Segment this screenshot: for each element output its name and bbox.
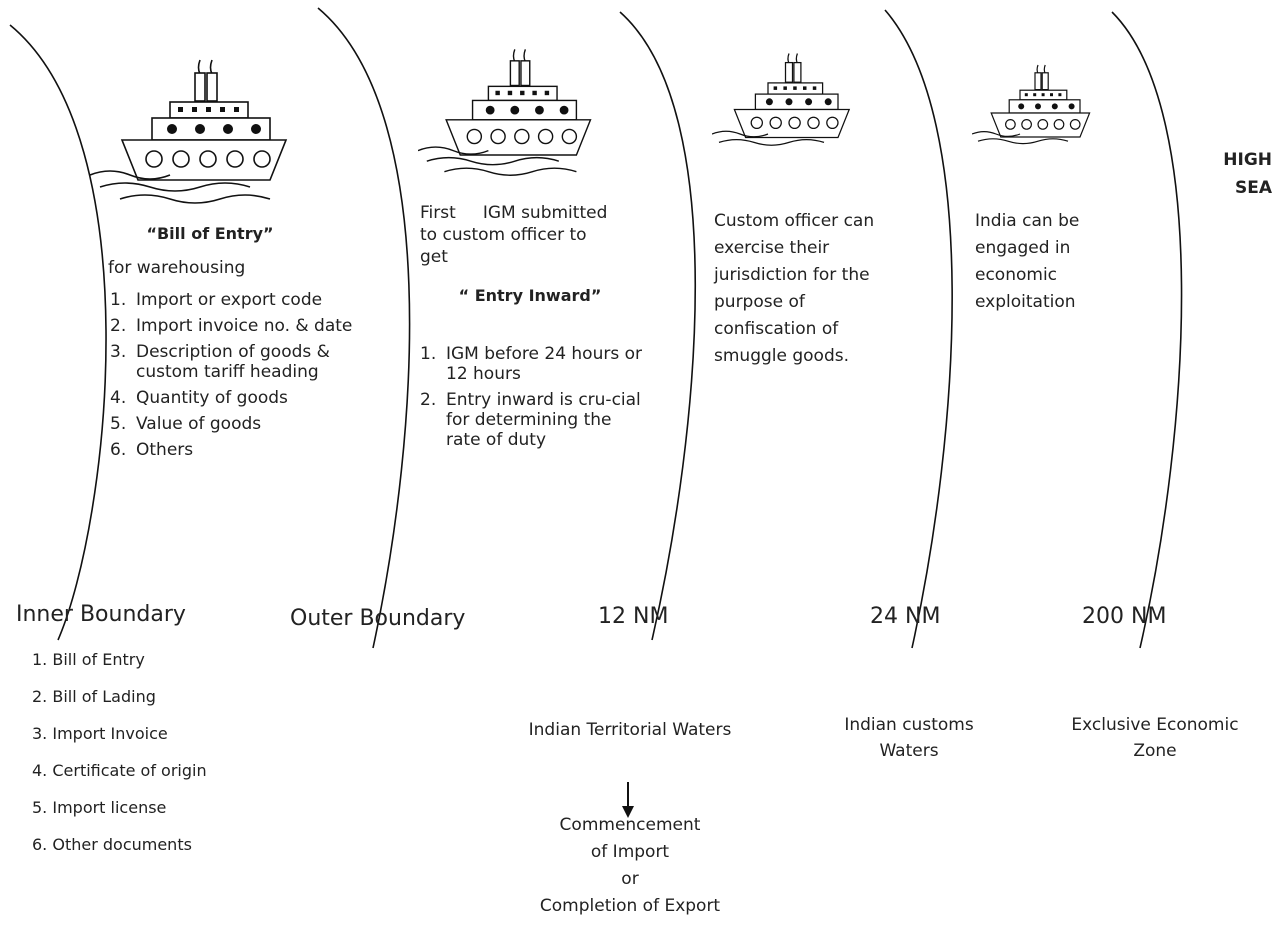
nm200-curve	[1111, 11, 1183, 649]
nm12-label: 12 NM	[598, 604, 669, 629]
list-item: 2.Import invoice no. & date	[110, 316, 353, 336]
list-item: 1. Bill of Entry	[32, 650, 145, 669]
entry-inward-list: 1.IGM before 24 hours or 12 hours 2.Entr…	[420, 344, 650, 456]
eez-label: Exclusive Economic Zone	[1071, 715, 1239, 761]
entry-inward-title: “ Entry Inward”	[458, 286, 602, 305]
list-item: 3. Import Invoice	[32, 724, 168, 743]
outer-boundary-label: Outer Boundary	[290, 606, 466, 631]
list-item: 4. Certificate of origin	[32, 761, 207, 780]
ship-icon-large	[90, 59, 288, 204]
commencement-text: Commencement of Import or Completion of …	[539, 815, 721, 916]
list-item: 2. Bill of Lading	[32, 687, 156, 706]
ship-icon-medium	[418, 49, 592, 176]
list-item: 1.IGM before 24 hours or 12 hours	[420, 344, 642, 384]
ship-icon-smallest	[972, 64, 1091, 145]
entry-inward-intro: First IGM submitted to custom officer to…	[420, 203, 608, 267]
list-item: 6. Other documents	[32, 835, 192, 854]
list-item: 5. Import license	[32, 798, 167, 817]
bill-of-entry-subtitle: for warehousing	[108, 258, 246, 278]
nm24-label: 24 NM	[870, 604, 941, 629]
list-item: 2.Entry inward is cru-cial for determini…	[420, 390, 641, 450]
nm24-curve	[884, 9, 953, 649]
list-item: 4.Quantity of goods	[110, 388, 288, 408]
bill-of-entry-title: “Bill of Entry”	[146, 224, 274, 243]
down-arrow-head	[622, 806, 634, 818]
list-item: 1.Import or export code	[110, 290, 323, 310]
list-item: 3.Description of goods & custom tariff h…	[110, 342, 330, 382]
high-sea-label: HIGH SEA	[1223, 150, 1272, 198]
custom-officer-text: Custom officer can exercise their jurisd…	[714, 211, 875, 366]
inner-boundary-label: Inner Boundary	[16, 602, 186, 627]
customs-waters-label: Indian customs Waters	[844, 715, 974, 761]
inner-boundary-curve	[9, 24, 107, 641]
economic-exploitation-text: India can be engaged in economic exploit…	[975, 211, 1080, 312]
ship-icon-small	[712, 53, 851, 146]
list-item: 6.Others	[110, 440, 194, 460]
nm200-label: 200 NM	[1082, 604, 1167, 629]
outer-boundary-curve	[317, 7, 411, 649]
nm12-curve	[619, 11, 696, 641]
list-item: 5.Value of goods	[110, 414, 262, 434]
documents-list: 1. Bill of Entry 2. Bill of Lading 3. Im…	[32, 650, 207, 872]
territorial-waters-label: Indian Territorial Waters	[528, 720, 732, 740]
bill-of-entry-list: 1.Import or export code 2.Import invoice…	[110, 290, 370, 466]
